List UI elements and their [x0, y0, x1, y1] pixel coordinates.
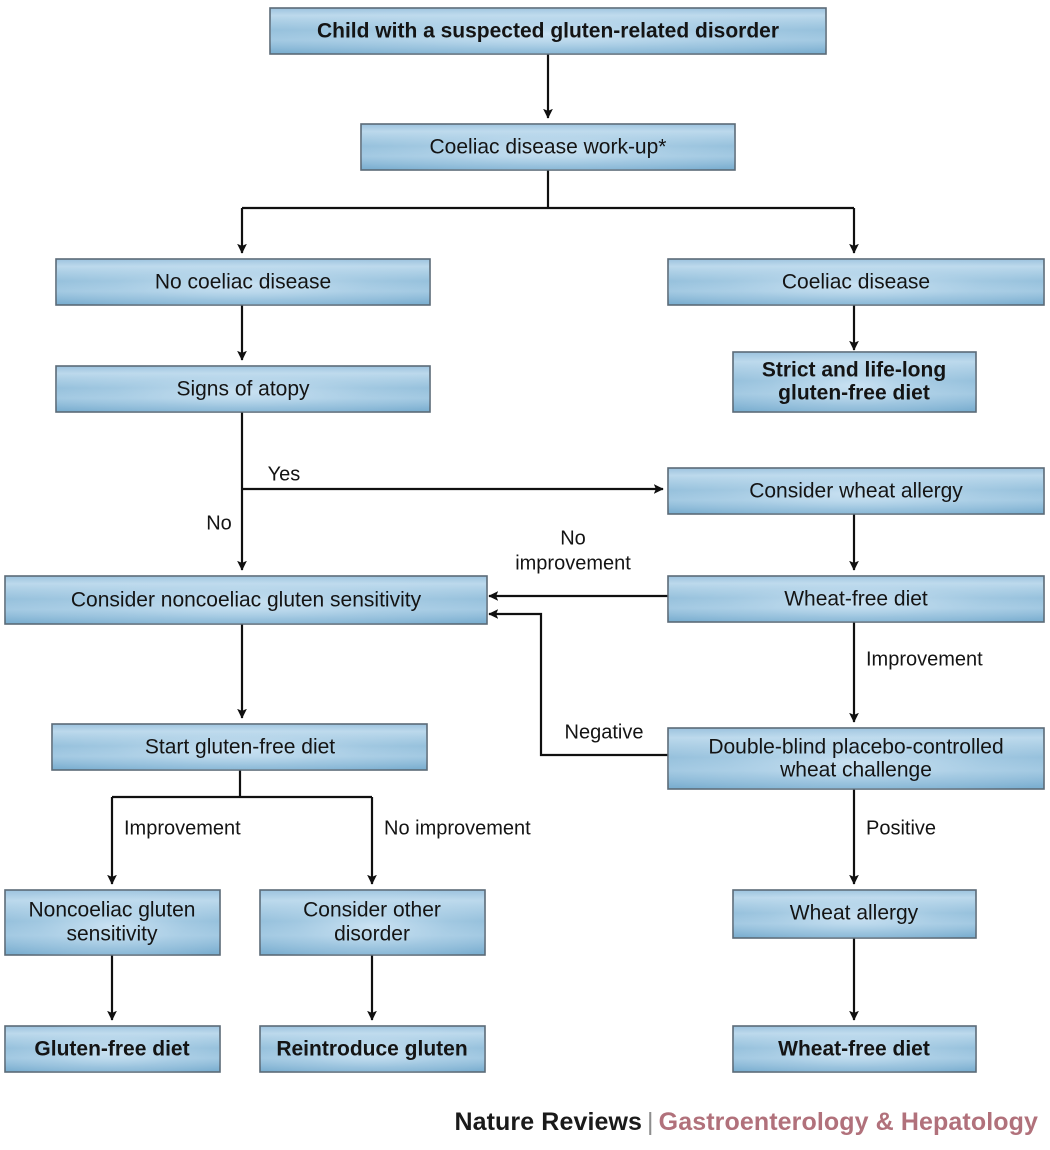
- node-consider-ncgs[interactable]: Consider noncoeliac gluten sensitivity: [4, 575, 488, 625]
- node-gluten-free-diet-final[interactable]: Gluten-free diet: [4, 1025, 221, 1073]
- edge-label-improvement-right: Improvement: [866, 648, 983, 670]
- node-dbpc-wheat-challenge-label-line1: Double-blind placebo-controlled: [708, 736, 1003, 759]
- edge-label-no-improvement-line2: improvement: [515, 552, 631, 574]
- node-start-gluten-free-diet[interactable]: Start gluten-free diet: [51, 723, 428, 771]
- edge-dbpc-negative-to-ncgs: [488, 609, 668, 757]
- node-start-gluten-free-diet-label: Start gluten-free diet: [145, 736, 335, 759]
- node-signs-of-atopy[interactable]: Signs of atopy: [55, 365, 431, 413]
- node-start[interactable]: Child with a suspected gluten-related di…: [269, 7, 827, 55]
- node-gluten-free-diet-final-label: Gluten-free diet: [34, 1038, 189, 1061]
- edge-label-yes: Yes: [268, 463, 301, 485]
- edge-label-no-improvement-left: No improvement: [384, 817, 531, 839]
- node-coeliac-disease-label: Coeliac disease: [782, 271, 930, 294]
- node-ncgs-result-label-line1: Noncoeliac gluten: [29, 899, 196, 922]
- node-dbpc-wheat-challenge-label-line2: wheat challenge: [779, 759, 932, 782]
- connectors: [107, 54, 859, 1021]
- node-reintroduce-gluten[interactable]: Reintroduce gluten: [259, 1025, 486, 1073]
- edge-label-positive: Positive: [866, 817, 936, 839]
- node-wheat-free-diet-label: Wheat-free diet: [784, 588, 928, 611]
- node-ncgs-result-label-line2: sensitivity: [66, 923, 158, 946]
- node-wheat-allergy-result-label: Wheat allergy: [790, 902, 919, 925]
- edge-label-improvement-left: Improvement: [124, 817, 241, 839]
- edge-label-no-improvement-line1: No: [560, 527, 586, 549]
- node-wheat-free-diet[interactable]: Wheat-free diet: [667, 575, 1045, 623]
- node-wheat-free-diet-final-label: Wheat-free diet: [778, 1038, 930, 1061]
- node-consider-other-disorder-label-line1: Consider other: [303, 899, 441, 922]
- node-strict-lifelong-gfd[interactable]: Strict and life-long gluten-free diet: [732, 351, 977, 413]
- edge-labels: Yes No No improvement Improvement Negati…: [124, 463, 983, 839]
- node-workup[interactable]: Coeliac disease work-up*: [360, 123, 736, 171]
- node-coeliac-disease[interactable]: Coeliac disease: [667, 258, 1045, 306]
- node-reintroduce-gluten-label: Reintroduce gluten: [276, 1038, 467, 1061]
- node-consider-ncgs-label: Consider noncoeliac gluten sensitivity: [71, 589, 422, 612]
- node-ncgs-result[interactable]: Noncoeliac gluten sensitivity: [4, 889, 221, 956]
- node-workup-label: Coeliac disease work-up*: [430, 136, 667, 159]
- node-consider-wheat-allergy-label: Consider wheat allergy: [749, 480, 963, 503]
- node-consider-wheat-allergy[interactable]: Consider wheat allergy: [667, 467, 1045, 515]
- node-dbpc-wheat-challenge[interactable]: Double-blind placebo-controlled wheat ch…: [667, 727, 1045, 790]
- node-start-label: Child with a suspected gluten-related di…: [317, 20, 779, 43]
- node-no-coeliac-disease[interactable]: No coeliac disease: [55, 258, 431, 306]
- node-strict-lifelong-gfd-label-line1: Strict and life-long: [762, 359, 946, 382]
- node-signs-of-atopy-label: Signs of atopy: [176, 378, 310, 401]
- node-consider-other-disorder[interactable]: Consider other disorder: [259, 889, 486, 956]
- edge-label-no: No: [206, 512, 232, 534]
- journal-footer: Nature Reviews|Gastroenterology & Hepato…: [454, 1108, 1038, 1137]
- node-wheat-allergy-result[interactable]: Wheat allergy: [732, 889, 977, 939]
- node-consider-other-disorder-label-line2: disorder: [334, 923, 410, 946]
- journal-separator: |: [647, 1108, 654, 1136]
- node-wheat-free-diet-final[interactable]: Wheat-free diet: [732, 1025, 977, 1073]
- journal-name: Nature Reviews: [454, 1108, 643, 1136]
- node-no-coeliac-disease-label: No coeliac disease: [155, 271, 331, 294]
- node-strict-lifelong-gfd-label-line2: gluten-free diet: [778, 382, 930, 405]
- edge-label-negative: Negative: [565, 721, 644, 743]
- journal-subtitle: Gastroenterology & Hepatology: [658, 1108, 1038, 1136]
